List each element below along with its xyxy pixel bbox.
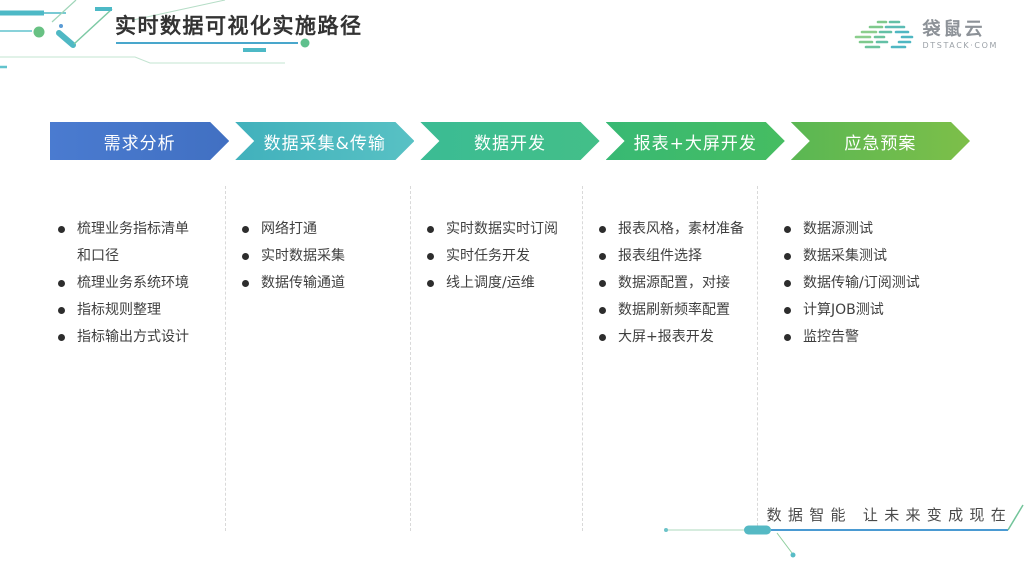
- list-item: 梳理业务指标清单和口径: [58, 216, 217, 270]
- stage-chevron-emergency: 应急预案: [791, 122, 970, 160]
- bullet-dot-icon: [58, 334, 65, 341]
- stage-label: 报表+大屏开发: [633, 133, 757, 154]
- list-item: 实时任务开发: [427, 243, 574, 270]
- list-item: 指标规则整理: [58, 297, 217, 324]
- bullet-dot-icon: [599, 253, 606, 260]
- list-item: 线上调度/运维: [427, 270, 574, 297]
- column-requirements: 梳理业务指标清单和口径 梳理业务系统环境 指标规则整理 指标输出方式设计: [50, 186, 225, 531]
- bullet-dot-icon: [242, 280, 249, 287]
- list-item: 数据源测试: [784, 216, 967, 243]
- list-item: 监控告警: [784, 324, 967, 351]
- bullet-list: 实时数据实时订阅 实时任务开发 线上调度/运维: [411, 186, 582, 297]
- list-item: 报表风格，素材准备: [599, 216, 749, 243]
- list-item: 网络打通: [242, 216, 402, 243]
- bullet-dot-icon: [427, 253, 434, 260]
- bullet-dot-icon: [58, 307, 65, 314]
- circuit-decoration-top: [0, 0, 310, 69]
- dtstack-cloud-logo-icon: [854, 20, 913, 49]
- stage-chevron-collection: 数据采集&传输: [235, 122, 414, 160]
- circuit-decoration-bottom: [664, 504, 1024, 558]
- list-item: 数据刷新频率配置: [599, 297, 749, 324]
- list-item: 数据传输/订阅测试: [784, 270, 967, 297]
- column-development: 实时数据实时订阅 实时任务开发 线上调度/运维: [410, 186, 582, 531]
- bullet-list: 报表风格，素材准备 报表组件选择 数据源配置，对接 数据刷新频率配置 大屏+报表…: [583, 186, 757, 351]
- stage-band: 需求分析 数据采集&传输 数据开发 报表+大屏开发 应急预案: [50, 122, 970, 160]
- list-item: 数据源配置，对接: [599, 270, 749, 297]
- column-report: 报表风格，素材准备 报表组件选择 数据源配置，对接 数据刷新频率配置 大屏+报表…: [582, 186, 757, 531]
- list-item: 大屏+报表开发: [599, 324, 749, 351]
- bullet-dot-icon: [599, 280, 606, 287]
- column-emergency: 数据源测试 数据采集测试 数据传输/订阅测试 计算JOB测试 监控告警: [757, 186, 975, 531]
- logo: 袋鼠云 DTSTACK·COM: [852, 16, 998, 54]
- bullet-dot-icon: [599, 307, 606, 314]
- bullet-dot-icon: [58, 226, 65, 233]
- list-item: 实时数据采集: [242, 243, 402, 270]
- stage-chevron-report: 报表+大屏开发: [606, 122, 785, 160]
- logo-domain: DTSTACK·COM: [922, 40, 998, 50]
- bullet-dot-icon: [784, 253, 791, 260]
- list-item: 计算JOB测试: [784, 297, 967, 324]
- bullet-list: 网络打通 实时数据采集 数据传输通道: [226, 186, 410, 297]
- stage-label: 需求分析: [103, 133, 176, 154]
- bullet-list: 数据源测试 数据采集测试 数据传输/订阅测试 计算JOB测试 监控告警: [758, 186, 975, 351]
- list-item: 数据传输通道: [242, 270, 402, 297]
- bullet-dot-icon: [427, 280, 434, 287]
- stage-label: 数据开发: [474, 133, 546, 154]
- bullet-dot-icon: [242, 226, 249, 233]
- list-item: 实时数据实时订阅: [427, 216, 574, 243]
- bullet-dot-icon: [58, 280, 65, 287]
- list-item: 梳理业务系统环境: [58, 270, 217, 297]
- footer-slogan: 数据智能 让未来变成现在: [766, 506, 1012, 524]
- logo-text: 袋鼠云 DTSTACK·COM: [922, 18, 998, 51]
- bullet-dot-icon: [599, 226, 606, 233]
- bullet-dot-icon: [599, 334, 606, 341]
- list-item: 数据采集测试: [784, 243, 967, 270]
- stage-label: 数据采集&传输: [263, 133, 386, 154]
- logo-name: 袋鼠云: [922, 18, 986, 40]
- bullet-dot-icon: [242, 253, 249, 260]
- page-title: 实时数据可视化实施路径: [115, 14, 363, 38]
- bullet-dot-icon: [784, 226, 791, 233]
- list-item: 指标输出方式设计: [58, 324, 217, 351]
- list-item: 报表组件选择: [599, 243, 749, 270]
- stage-label: 应急预案: [844, 133, 917, 154]
- bullet-dot-icon: [427, 226, 434, 233]
- column-collection: 网络打通 实时数据采集 数据传输通道: [225, 186, 410, 531]
- stage-chevron-requirements: 需求分析: [50, 122, 229, 160]
- stage-detail-columns: 梳理业务指标清单和口径 梳理业务系统环境 指标规则整理 指标输出方式设计 网络打…: [50, 186, 975, 531]
- bullet-dot-icon: [784, 280, 791, 287]
- bullet-dot-icon: [784, 307, 791, 314]
- stage-chevron-development: 数据开发: [420, 122, 599, 160]
- bullet-dot-icon: [784, 334, 791, 341]
- bullet-list: 梳理业务指标清单和口径 梳理业务系统环境 指标规则整理 指标输出方式设计: [50, 186, 225, 351]
